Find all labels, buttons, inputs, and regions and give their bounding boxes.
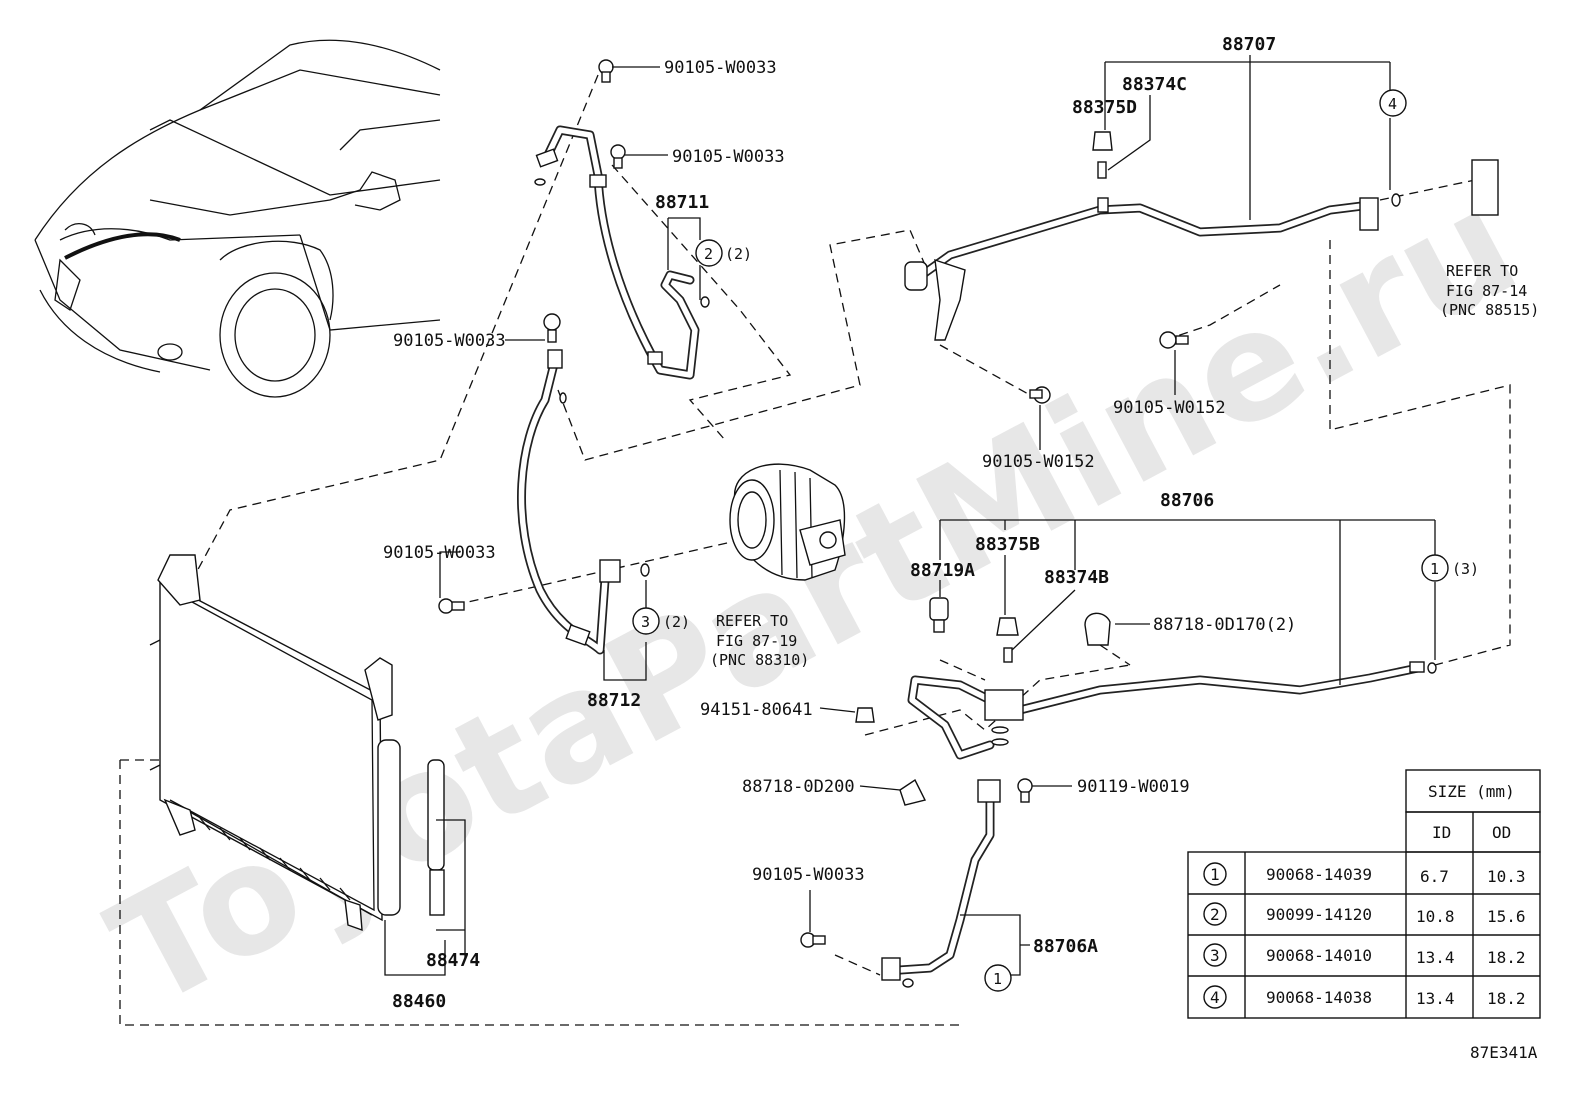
label-88712: 88712 <box>587 690 641 711</box>
label-88718-0D170: 88718-0D170(2) <box>1153 615 1296 635</box>
svg-text:13.4: 13.4 <box>1416 948 1455 967</box>
svg-text:4: 4 <box>1388 95 1397 113</box>
svg-text:(PNC 88515): (PNC 88515) <box>1440 301 1539 319</box>
callout-4: 4 <box>1379 89 1407 117</box>
svg-text:10.8: 10.8 <box>1416 907 1455 926</box>
label-88719A: 88719A <box>910 560 975 581</box>
label-90119-W0019: 90119-W0019 <box>1077 777 1190 797</box>
size-table-header-od: OD <box>1492 823 1511 842</box>
svg-text:18.2: 18.2 <box>1487 989 1526 1008</box>
size-table-header-id: ID <box>1432 823 1451 842</box>
callouts: 1 (3) 2 (2) 3 (2) 4 1 <box>632 89 1479 992</box>
reference-fig-87-19: REFER TO FIG 87-19 (PNC 88310) <box>710 612 809 669</box>
svg-text:1: 1 <box>1210 865 1220 884</box>
label-90105-W0033-hose: 90105-W0033 <box>672 147 785 167</box>
label-88375D: 88375D <box>1072 97 1137 118</box>
svg-text:90068-14039: 90068-14039 <box>1266 865 1372 884</box>
svg-text:4: 4 <box>1210 988 1220 1007</box>
svg-text:3: 3 <box>641 613 650 631</box>
pipe-88707 <box>904 159 1499 341</box>
svg-text:FIG 87-14: FIG 87-14 <box>1446 282 1527 300</box>
svg-text:13.4: 13.4 <box>1416 989 1455 1008</box>
label-88718-0D200: 88718-0D200 <box>742 777 855 797</box>
callout-3: 3 (2) <box>632 607 690 635</box>
label-88375B: 88375B <box>975 534 1040 555</box>
svg-text:18.2: 18.2 <box>1487 948 1526 967</box>
size-table: SIZE (mm) ID OD 1 90068-14039 6.7 10.3 2… <box>1187 769 1541 1019</box>
part-labels: 88707 88374C 88375D 90105-W0033 90105-W0… <box>383 34 1296 1012</box>
svg-text:(3): (3) <box>1452 560 1479 578</box>
label-88707: 88707 <box>1222 34 1276 55</box>
svg-text:REFER TO: REFER TO <box>716 612 788 630</box>
size-table-row: 1 90068-14039 6.7 10.3 <box>1203 862 1526 886</box>
svg-text:15.6: 15.6 <box>1487 907 1526 926</box>
svg-text:REFER TO: REFER TO <box>1446 262 1518 280</box>
figure-code: 87E341A <box>1470 1043 1538 1062</box>
label-leaders <box>384 55 1436 976</box>
svg-text:2: 2 <box>704 245 713 263</box>
vehicle-illustration <box>34 39 441 398</box>
size-table-row: 4 90068-14038 13.4 18.2 <box>1203 985 1526 1009</box>
callout-1-top: 1 (3) <box>1421 554 1479 582</box>
svg-text:90099-14120: 90099-14120 <box>1266 905 1372 924</box>
label-88711: 88711 <box>655 192 709 213</box>
label-88374C: 88374C <box>1122 74 1187 95</box>
label-90105-W0152-left: 90105-W0152 <box>982 452 1095 472</box>
svg-text:2: 2 <box>1210 905 1220 924</box>
reference-fig-87-14: REFER TO FIG 87-14 (PNC 88515) <box>1440 262 1539 319</box>
size-table-row: 2 90099-14120 10.8 15.6 <box>1203 902 1526 926</box>
svg-text:3: 3 <box>1210 946 1220 965</box>
svg-text:10.3: 10.3 <box>1487 867 1526 886</box>
callout-1-bottom: 1 <box>984 964 1012 992</box>
label-88374B: 88374B <box>1044 567 1109 588</box>
suction-hose-88712 <box>517 349 650 655</box>
discharge-hose-88711 <box>534 125 710 380</box>
label-90105-W0033-bottom: 90105-W0033 <box>752 865 865 885</box>
svg-text:(2): (2) <box>663 613 690 631</box>
svg-text:(PNC 88310): (PNC 88310) <box>710 651 809 669</box>
svg-text:(2): (2) <box>725 245 752 263</box>
label-90105-W0152-right: 90105-W0152 <box>1113 398 1226 418</box>
pipe-88706 <box>907 661 1437 760</box>
label-88474: 88474 <box>426 950 480 971</box>
callout-2: 2 (2) <box>695 239 752 267</box>
svg-text:90068-14010: 90068-14010 <box>1266 946 1372 965</box>
condenser-88460 <box>149 554 445 932</box>
label-90105-W0033-mid: 90105-W0033 <box>393 331 506 351</box>
svg-text:1: 1 <box>1430 560 1439 578</box>
label-94151-80641: 94151-80641 <box>700 700 813 720</box>
fasteners <box>438 59 1189 948</box>
svg-text:6.7: 6.7 <box>1420 867 1449 886</box>
svg-text:FIG 87-19: FIG 87-19 <box>716 632 797 650</box>
size-table-row: 3 90068-14010 13.4 18.2 <box>1203 943 1526 967</box>
compressor <box>729 463 846 581</box>
svg-text:1: 1 <box>993 970 1002 988</box>
label-90105-W0033-comp: 90105-W0033 <box>383 543 496 563</box>
label-90105-W0033-top: 90105-W0033 <box>664 58 777 78</box>
label-88706A: 88706A <box>1033 936 1098 957</box>
svg-text:90068-14038: 90068-14038 <box>1266 988 1372 1007</box>
label-88706: 88706 <box>1160 490 1214 511</box>
size-table-title: SIZE (mm) <box>1428 782 1515 801</box>
pipe-88706A <box>881 779 1001 988</box>
label-88460: 88460 <box>392 991 446 1012</box>
